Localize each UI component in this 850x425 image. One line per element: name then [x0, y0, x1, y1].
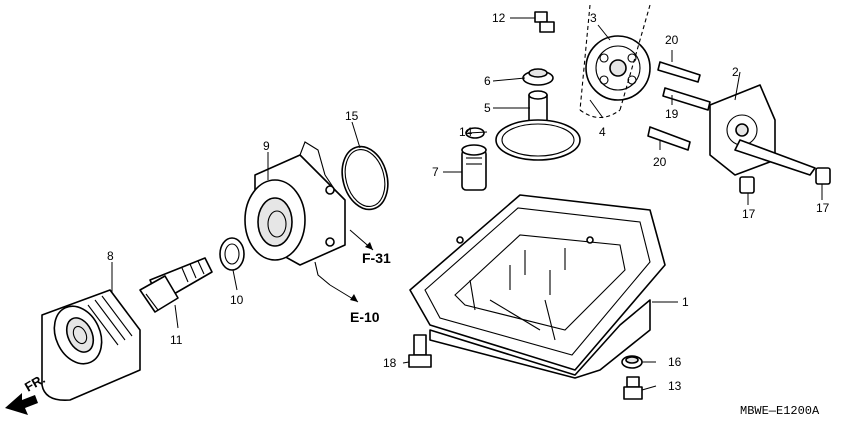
- callout-1: 1: [682, 295, 689, 309]
- oil-strainer-5: [495, 90, 581, 161]
- callout-18: 18: [383, 356, 397, 370]
- reference-e10: E-10: [350, 309, 380, 325]
- callout-11: 11: [170, 333, 183, 347]
- callout-6: 6: [484, 74, 491, 88]
- oil-cooler: [244, 141, 346, 286]
- oil-pan: [409, 194, 666, 379]
- callout-numbers: 1 2 3 4 5 6 7 8 9 10 11 12 13 14 15 16 1…: [107, 11, 830, 393]
- o-ring-15: [341, 145, 389, 211]
- callout-9: 9: [263, 139, 270, 153]
- reference-arrows: [329, 229, 374, 303]
- o-ring-10: [219, 237, 245, 271]
- threaded-adapter: [139, 257, 213, 313]
- callout-3: 3: [590, 11, 597, 25]
- callout-7: 7: [432, 165, 439, 179]
- bolt-12: [534, 11, 555, 33]
- callout-8: 8: [107, 249, 114, 263]
- diagram-code: MBWE—E1200A: [740, 404, 820, 418]
- relief-valve-7: [461, 144, 487, 191]
- front-direction-arrow: [5, 393, 38, 415]
- chain-4: [579, 4, 651, 119]
- callout-19: 19: [665, 107, 679, 121]
- seal-6: [522, 68, 554, 86]
- callout-2: 2: [732, 65, 739, 79]
- callout-17-right: 17: [816, 201, 830, 215]
- callout-16: 16: [668, 355, 682, 369]
- callout-20-bottom: 20: [653, 155, 667, 169]
- callout-12: 12: [492, 11, 506, 25]
- sprocket-3: [585, 35, 651, 101]
- dowel-pins-17: [739, 167, 831, 194]
- callout-10: 10: [230, 293, 244, 307]
- bolt-18: [408, 334, 432, 368]
- oil-filter: [41, 289, 141, 402]
- callout-13: 13: [668, 379, 682, 393]
- callout-14: 14: [459, 125, 473, 139]
- callout-15: 15: [345, 109, 359, 123]
- callout-20-top: 20: [665, 33, 679, 47]
- drain-bolt-13: [623, 376, 643, 400]
- callout-5: 5: [484, 101, 491, 115]
- reference-f31: F-31: [362, 250, 391, 266]
- callout-4: 4: [599, 125, 606, 139]
- pump-bolts: [647, 61, 711, 151]
- washer-16: [621, 355, 643, 369]
- oil-pump-2: [709, 84, 816, 176]
- callout-17-left: 17: [742, 207, 756, 221]
- leader-lines: [111, 17, 823, 391]
